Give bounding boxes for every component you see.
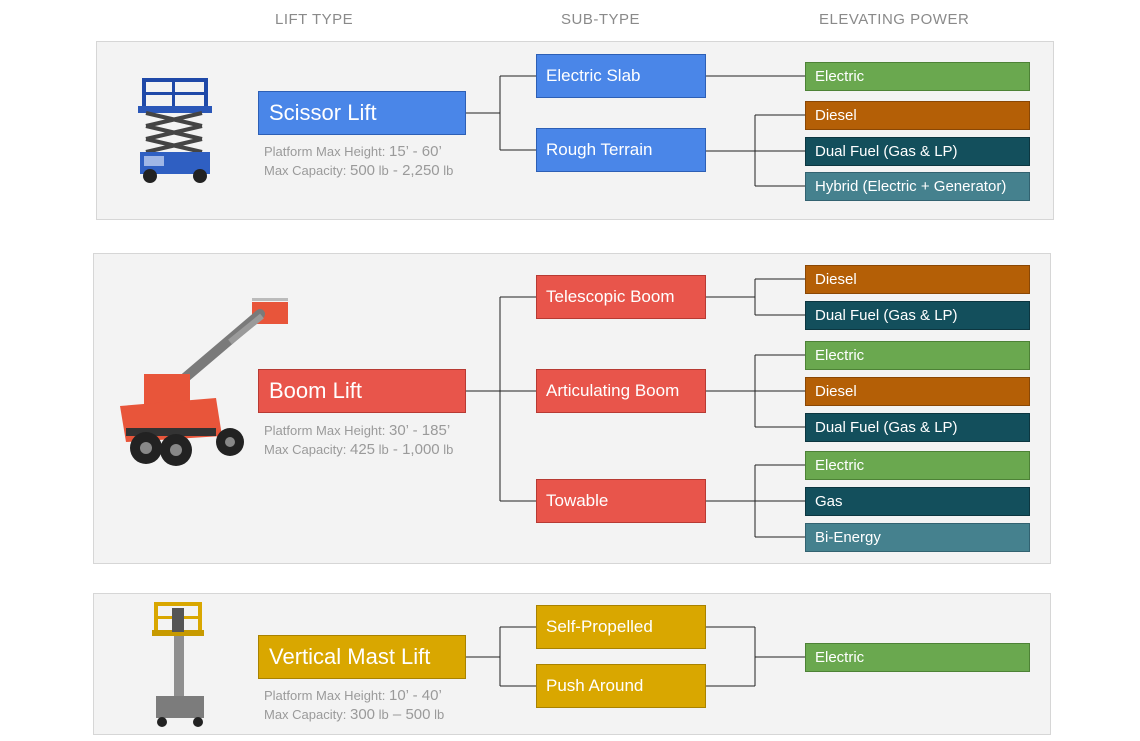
power-label: Dual Fuel (Gas & LP) [815, 419, 958, 436]
boom-lift-label: Boom Lift [269, 378, 362, 403]
header-elevating-power: ELEVATING POWER [819, 11, 970, 28]
height-value: 15’ - 60’ [389, 143, 442, 160]
header-sub-type: SUB-TYPE [561, 11, 641, 28]
subtype-towable: Towable [536, 479, 706, 523]
subtype-label: Towable [546, 491, 609, 510]
capacity-separator: - [388, 441, 403, 458]
unit: lb [375, 442, 389, 457]
vertical-mast-lift-specs: Platform Max Height: 10’ - 40’ Max Capac… [264, 686, 444, 724]
unit: lb [430, 707, 445, 722]
capacity-min: 425 [349, 441, 376, 458]
power-dual-fuel: Dual Fuel (Gas & LP) [805, 413, 1030, 442]
unit: lb [439, 163, 454, 178]
scissor-lift-image [138, 78, 212, 183]
scissor-lift-label: Scissor Lift [269, 100, 377, 125]
capacity-min: 300 [349, 706, 376, 723]
height-label: Platform Max Height: [264, 688, 389, 703]
boom-lift-specs: Platform Max Height: 30’ - 185’ Max Capa… [264, 421, 453, 459]
capacity-max: 1,000 [402, 441, 440, 458]
power-label: Bi-Energy [815, 529, 881, 546]
power-bi-energy: Bi-Energy [805, 523, 1030, 552]
height-label: Platform Max Height: [264, 423, 389, 438]
power-label: Electric [815, 68, 865, 85]
power-label: Diesel [815, 383, 857, 400]
capacity-max: 500 [405, 706, 431, 723]
power-label: Electric [815, 649, 865, 666]
scissor-lift-box: Scissor Lift [258, 91, 466, 135]
power-dual-fuel: Dual Fuel (Gas & LP) [805, 301, 1030, 330]
power-hybrid: Hybrid (Electric + Generator) [805, 172, 1030, 201]
power-diesel: Diesel [805, 101, 1030, 130]
height-value: 10’ - 40’ [389, 687, 442, 704]
subtype-telescopic-boom: Telescopic Boom [536, 275, 706, 319]
power-dual-fuel: Dual Fuel (Gas & LP) [805, 137, 1030, 166]
unit: lb [375, 707, 389, 722]
boom-lift-box: Boom Lift [258, 369, 466, 413]
subtype-articulating-boom: Articulating Boom [536, 369, 706, 413]
scissor-lift-specs: Platform Max Height: 15’ - 60’ Max Capac… [264, 142, 453, 180]
boom-lift-image [120, 298, 288, 466]
capacity-separator: – [388, 706, 406, 723]
unit: lb [375, 163, 389, 178]
unit: lb [439, 442, 454, 457]
power-label: Diesel [815, 107, 857, 124]
power-label: Diesel [815, 271, 857, 288]
capacity-label: Max Capacity: [264, 442, 350, 457]
power-electric: Electric [805, 643, 1030, 672]
subtype-electric-slab: Electric Slab [536, 54, 706, 98]
capacity-separator: - [388, 162, 403, 179]
subtype-label: Articulating Boom [546, 381, 680, 400]
power-diesel: Diesel [805, 265, 1030, 294]
power-label: Gas [815, 493, 843, 510]
subtype-label: Rough Terrain [546, 140, 653, 159]
power-label: Hybrid (Electric + Generator) [815, 178, 1007, 195]
vertical-mast-lift-label: Vertical Mast Lift [269, 644, 431, 669]
vertical-mast-lift-box: Vertical Mast Lift [258, 635, 466, 679]
power-electric: Electric [805, 341, 1030, 370]
power-label: Dual Fuel (Gas & LP) [815, 307, 958, 324]
vertical-mast-lift-image [152, 602, 204, 727]
subtype-label: Push Around [546, 676, 644, 695]
power-label: Electric [815, 347, 865, 364]
subtype-self-propelled: Self-Propelled [536, 605, 706, 649]
power-gas: Gas [805, 487, 1030, 516]
capacity-min: 500 [349, 162, 376, 179]
subtype-push-around: Push Around [536, 664, 706, 708]
subtype-label: Electric Slab [546, 66, 641, 85]
power-electric: Electric [805, 451, 1030, 480]
power-label: Electric [815, 457, 865, 474]
power-electric: Electric [805, 62, 1030, 91]
capacity-max: 2,250 [402, 162, 440, 179]
subtype-label: Self-Propelled [546, 617, 653, 636]
subtype-rough-terrain: Rough Terrain [536, 128, 706, 172]
subtype-label: Telescopic Boom [546, 287, 675, 306]
height-label: Platform Max Height: [264, 144, 389, 159]
capacity-label: Max Capacity: [264, 163, 350, 178]
capacity-label: Max Capacity: [264, 707, 350, 722]
header-lift-type: LIFT TYPE [275, 11, 354, 28]
power-diesel: Diesel [805, 377, 1030, 406]
height-value: 30’ - 185’ [389, 422, 451, 439]
power-label: Dual Fuel (Gas & LP) [815, 143, 958, 160]
